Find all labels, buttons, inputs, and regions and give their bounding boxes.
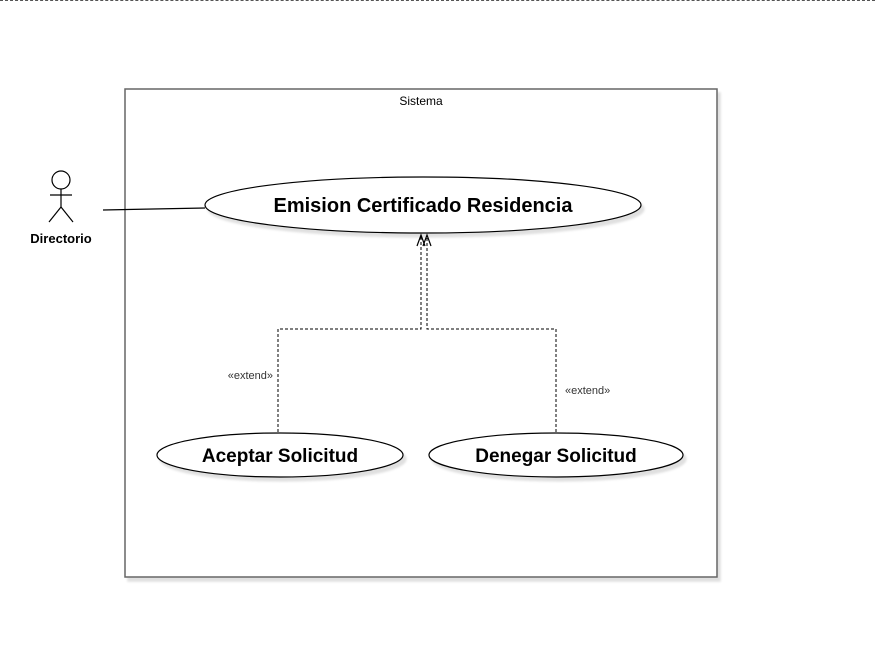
- system-boundary[interactable]: Sistema: [124, 88, 718, 578]
- extend-label-left: «extend»: [228, 370, 273, 382]
- actor-head: [51, 170, 71, 190]
- use-case-label: Denegar Solicitud: [475, 446, 637, 467]
- extend-label-right: «extend»: [565, 385, 610, 397]
- use-case-label: Emision Certificado Residencia: [274, 195, 574, 217]
- actor-directorio[interactable]: Directorio: [30, 170, 92, 246]
- arrowhead-icon: [416, 233, 426, 247]
- use-case-emision-certificado[interactable]: Emision Certificado Residencia: [204, 176, 642, 234]
- use-case-denegar-solicitud[interactable]: Denegar Solicitud: [428, 432, 684, 478]
- actor-left-leg: [48, 206, 62, 223]
- canvas-top-border: [0, 0, 875, 1]
- association-line[interactable]: [102, 207, 206, 211]
- actor-label: Directorio: [30, 231, 91, 246]
- use-case-label: Aceptar Solicitud: [202, 446, 358, 467]
- actor-right-leg: [60, 206, 74, 223]
- arrowhead-icon: [422, 233, 432, 247]
- extend-connector-deny[interactable]: [426, 236, 557, 432]
- extend-connector-accept[interactable]: [277, 236, 422, 432]
- use-case-aceptar-solicitud[interactable]: Aceptar Solicitud: [156, 432, 404, 478]
- system-boundary-label: Sistema: [399, 94, 443, 108]
